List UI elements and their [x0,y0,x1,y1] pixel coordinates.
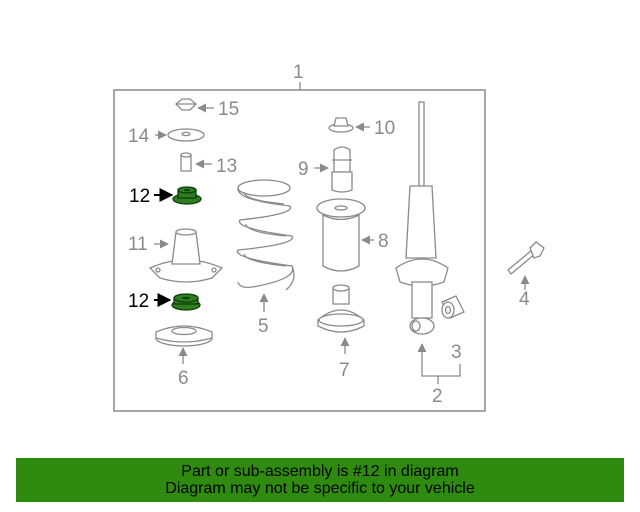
callout-8[interactable]: 8 [378,231,389,252]
callout-13[interactable]: 13 [216,156,237,177]
callout-9[interactable]: 9 [298,159,309,180]
callout-4[interactable]: 4 [519,289,530,310]
banner-line-2: Diagram may not be specific to your vehi… [165,480,475,497]
part-15-nut[interactable] [175,98,214,113]
callout-2-leader [417,343,461,377]
part-7-lower-seat[interactable] [317,284,365,354]
part-6-spring-seat[interactable] [155,325,213,364]
callout-6[interactable]: 6 [178,368,189,389]
callout-10[interactable]: 10 [374,118,395,139]
callout-14[interactable]: 14 [128,126,150,147]
info-banner: Part or sub-assembly is #12 in diagram D… [16,458,624,502]
callout-15[interactable]: 15 [218,99,239,120]
part-8-dust-boot[interactable] [316,198,374,272]
part-14-washer[interactable] [155,128,205,142]
banner-line-1: Part or sub-assembly is #12 in diagram [181,463,459,480]
part-4-bolt[interactable] [507,241,545,290]
callout-12-lower[interactable]: 12 [128,291,149,312]
callout-12-upper[interactable]: 12 [129,186,150,207]
part-11-strut-mount[interactable] [148,228,224,283]
callout-2[interactable]: 2 [432,386,443,407]
part-12-bushing-lower[interactable] [154,293,201,311]
callout-1[interactable]: 1 [293,62,304,83]
part-10-cap[interactable] [328,117,370,133]
part-3-bushing[interactable] [441,295,465,319]
part-2-strut[interactable] [395,101,449,335]
part-9-bump-stop[interactable] [314,146,353,193]
callout-5[interactable]: 5 [258,316,269,337]
part-5-coil-spring[interactable] [236,179,295,312]
part-12-bushing-upper[interactable] [154,186,202,205]
part-13-collar[interactable] [180,152,212,172]
callout-7[interactable]: 7 [339,360,350,381]
callout-3[interactable]: 3 [451,342,462,363]
callout-11[interactable]: 11 [128,234,148,255]
